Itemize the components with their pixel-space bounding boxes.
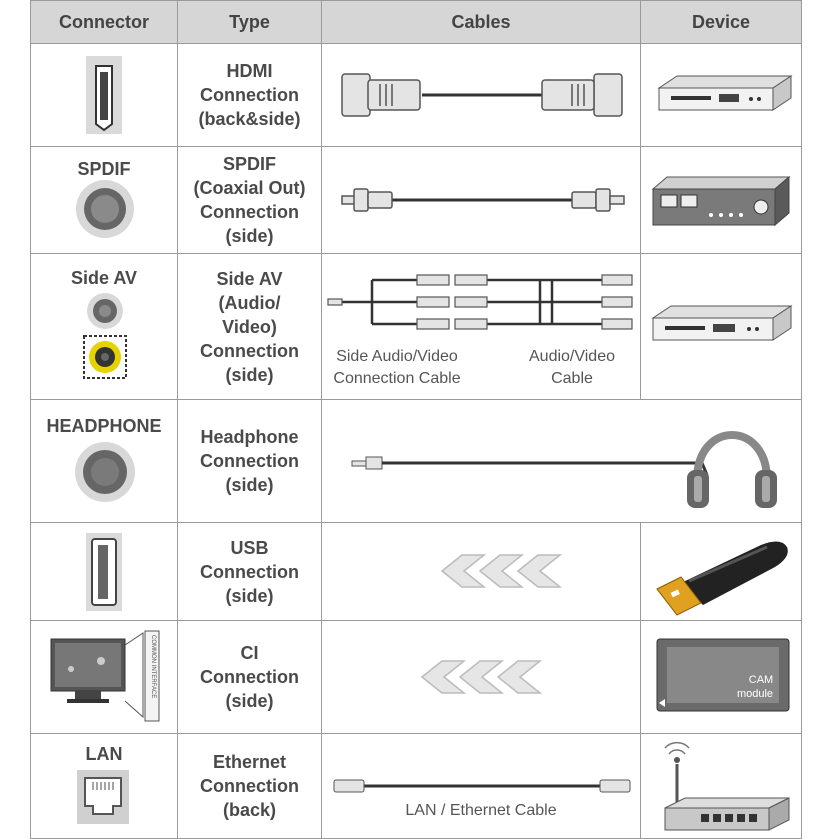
caption-line: Connection Cable: [333, 370, 461, 387]
type-line: (side): [225, 364, 274, 385]
type-line: USB: [230, 537, 269, 558]
usb-stick-icon: [656, 541, 788, 616]
type-line: Video): [222, 316, 277, 337]
router-icon: [664, 741, 790, 831]
type-line: Headphone: [200, 427, 299, 447]
device-cell-ci: CAM module: [640, 620, 802, 734]
type-line: (side): [225, 691, 274, 711]
type-line: HDMI: [226, 61, 273, 81]
headphone-cable-icon: [351, 431, 777, 508]
av-cable-icon: [327, 274, 633, 330]
type-cell-headphone: Headphone Connection (side): [177, 399, 322, 523]
type-line: Connection: [200, 667, 299, 687]
lan-port-icon: [77, 770, 129, 824]
connector-cell-headphone: HEADPHONE: [30, 399, 178, 523]
type-cell-usb: USB Connection (side): [177, 522, 322, 621]
lan-cable-icon: [333, 779, 631, 793]
hdmi-cable-icon: [341, 73, 623, 117]
cam-module-icon: CAM module: [656, 638, 790, 712]
type-line: (back): [222, 800, 276, 820]
av-ports-icon: [83, 293, 127, 379]
type-line: (Audio/: [218, 292, 281, 313]
connector-label-lan: LAN: [85, 744, 123, 764]
type-cell-ci: CI Connection (side): [177, 620, 322, 734]
connector-cell-lan: LAN: [30, 733, 178, 839]
caption-line: Audio/Video: [529, 348, 615, 365]
connector-cell-usb: [30, 522, 178, 621]
row-ci: COMMON INTERFACE CI Connection (side): [30, 620, 802, 734]
headphone-port-icon: [75, 442, 135, 502]
header-type: Type: [177, 0, 322, 44]
connector-cell-spdif: SPDIF: [30, 146, 178, 254]
connection-table: Connector Type Cables Device HDMI Connec…: [30, 0, 802, 839]
caption-line: Side Audio/Video: [336, 348, 458, 365]
direct-connect-arrows-icon: [420, 660, 543, 694]
type-line: (side): [225, 475, 274, 495]
cable-cell-lan: LAN / Ethernet Cable: [321, 733, 641, 839]
type-cell-sideav: Side AV (Audio/ Video) Connection (side): [177, 253, 322, 400]
device-cell-lan: [640, 733, 802, 839]
type-line: Connection: [200, 561, 299, 582]
type-line: Connection: [200, 340, 299, 361]
module-text: module: [737, 688, 773, 700]
row-hdmi: HDMI Connection (back&side): [30, 43, 802, 147]
tv-ci-slot-icon: COMMON INTERFACE: [50, 630, 160, 722]
type-line: Side AV: [216, 268, 283, 289]
type-line: (side): [225, 226, 274, 246]
row-usb: USB Connection (side): [30, 522, 802, 621]
caption-line: Cable: [551, 370, 593, 387]
type-line: Connection: [200, 451, 299, 471]
type-line: Ethernet: [212, 752, 286, 772]
type-line: Connection: [200, 85, 299, 105]
ci-slot-text: COMMON INTERFACE: [150, 635, 156, 698]
dvd-player-icon: [651, 305, 793, 341]
dvd-player-icon: [657, 75, 793, 111]
connector-label-spdif: SPDIF: [77, 159, 131, 179]
cable-cell-hdmi: [321, 43, 641, 147]
connector-label-sideav: Side AV: [70, 268, 137, 288]
connector-cell-sideav: Side AV: [30, 253, 178, 400]
connector-cell-ci: COMMON INTERFACE: [30, 620, 178, 734]
cam-text: CAM: [749, 674, 773, 686]
direct-connect-arrows-icon: [440, 554, 563, 588]
header-cables: Cables: [321, 0, 641, 44]
row-sideav: Side AV Side AV (Audio/ Video) Connectio…: [30, 253, 802, 400]
cable-caption-av-connection: Side Audio/Video Connection Cable: [323, 346, 473, 390]
type-line: Connection: [200, 202, 299, 222]
type-line: Connection: [200, 776, 299, 796]
row-spdif: SPDIF SPDIF (Coaxial Out) Connection (si…: [30, 146, 802, 254]
type-cell-spdif: SPDIF (Coaxial Out) Connection (side): [177, 146, 322, 254]
device-cell-sideav: [640, 253, 802, 400]
header-connector: Connector: [30, 0, 178, 44]
cable-cell-ci: [321, 620, 641, 734]
type-line: (Coaxial Out): [193, 178, 306, 198]
amplifier-icon: [651, 175, 791, 227]
hdmi-port-icon: [86, 56, 122, 134]
header-device: Device: [640, 0, 802, 44]
coaxial-port-icon: [76, 180, 134, 238]
type-line: (back&side): [198, 109, 301, 129]
type-line: (side): [225, 585, 274, 606]
cable-cell-usb: [321, 522, 641, 621]
cable-cell-headphone: [321, 399, 802, 523]
connector-label-headphone: HEADPHONE: [46, 416, 162, 436]
cable-cell-spdif: [321, 146, 641, 254]
usb-port-icon: [86, 533, 122, 611]
type-cell-hdmi: HDMI Connection (back&side): [177, 43, 322, 147]
cable-caption-av: Audio/Video Cable: [512, 346, 632, 390]
cable-cell-sideav: Side Audio/Video Connection Cable Audio/…: [321, 253, 641, 400]
device-cell-hdmi: [640, 43, 802, 147]
connector-cell-hdmi: [30, 43, 178, 147]
row-headphone: HEADPHONE Headphone Connection (side): [30, 399, 802, 523]
type-line: CI: [240, 643, 259, 663]
coaxial-cable-icon: [341, 188, 625, 212]
device-cell-usb: [640, 522, 802, 621]
row-lan: LAN Ethernet Connection (back): [30, 733, 802, 839]
type-cell-lan: Ethernet Connection (back): [177, 733, 322, 839]
cable-caption-lan: LAN / Ethernet Cable: [405, 802, 557, 819]
header-row: Connector Type Cables Device: [30, 0, 802, 44]
device-cell-spdif: [640, 146, 802, 254]
type-line: SPDIF: [222, 154, 276, 174]
